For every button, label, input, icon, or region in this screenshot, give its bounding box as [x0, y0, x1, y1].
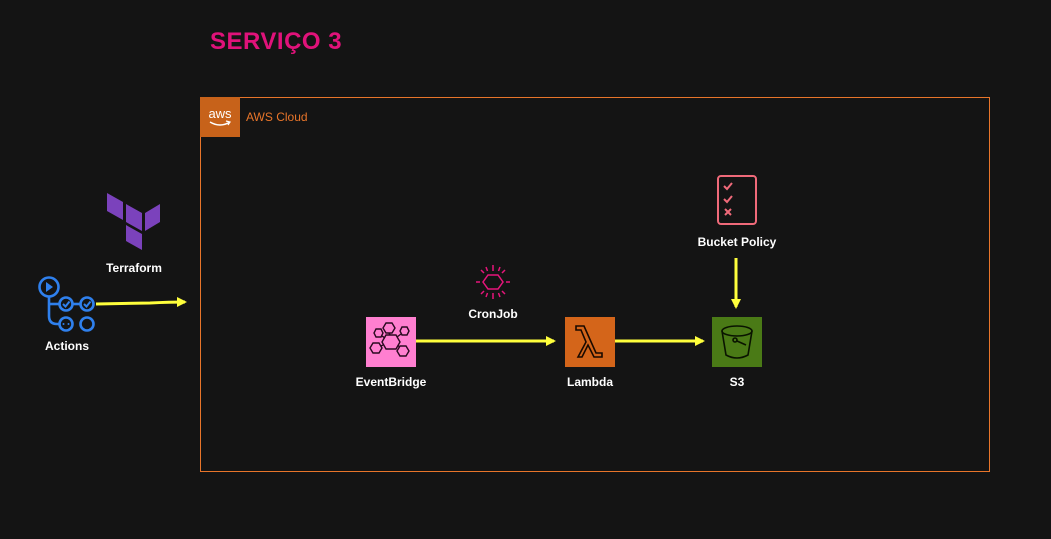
actions-label: Actions [44, 339, 89, 353]
aws-cloud-group [200, 97, 990, 472]
eventbridge-icon [366, 317, 416, 367]
github-actions-icon [37, 276, 97, 332]
bucket-icon [712, 317, 762, 367]
aws-badge-text: aws [208, 105, 232, 121]
s3-label: S3 [729, 375, 745, 389]
checklist-icon [716, 174, 758, 226]
aws-cloud-label: AWS Cloud [246, 110, 308, 124]
cronjob-label: CronJob [468, 307, 518, 321]
bucket-policy-label: Bucket Policy [697, 235, 777, 249]
lambda-label: Lambda [566, 375, 613, 389]
terraform-icon [107, 193, 161, 251]
edge-actions-to-cloud [95, 297, 187, 308]
lambda-icon [565, 317, 615, 367]
aws-logo-icon: aws [200, 97, 240, 137]
eventbridge-label: EventBridge [355, 375, 427, 389]
diagram-title: SERVIÇO 3 [210, 28, 343, 55]
terraform-label: Terraform [106, 261, 162, 275]
cron-sun-icon [475, 264, 511, 300]
